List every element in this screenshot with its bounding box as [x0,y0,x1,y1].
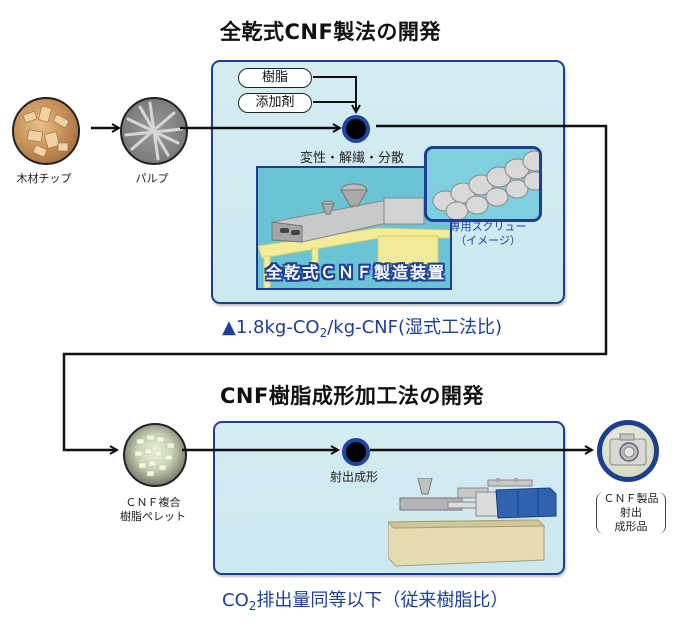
pellet-label-line2: 樹脂ペレット [120,510,186,523]
section1-title: 全乾式CNF製法の開発 [220,20,441,44]
injection-machine-illustration [386,468,557,567]
wood-chip-image [12,97,80,165]
process-node-molding [342,438,370,466]
screw-caption-line1: 専用スクリュー [449,220,527,233]
wood-chip-label: 木材チップ [16,172,72,185]
product-label-line3: 成形品 [614,520,648,533]
co2-emission-prefix: CO [222,590,249,611]
screw-caption: 専用スクリュー （イメージ） [438,220,538,248]
injection-molding-machine-image [386,468,558,568]
device-title: 全乾式ＣＮＦ製造装置 [266,263,447,282]
co2-emission-text: CO2排出量同等以下（従来樹脂比） [222,586,508,613]
process-node-dry [342,115,370,143]
product-label-line2: 射出 [620,506,642,519]
pellet-label: ＣＮＦ複合 樹脂ペレット [108,496,198,524]
process-label-dry: 変性・解繊・分散 [300,151,405,166]
product-label: ＣＮＦ製品 射出 成形品 [596,492,666,534]
input-resin: 樹脂 [238,68,312,88]
co2-reduction-text: ▲1.8kg-CO2/kg-CNF(湿式工法比) [222,313,502,340]
pellet-texture [134,434,175,477]
process-label-molding: 射出成形 [330,470,379,484]
co2-reduction-prefix: ▲1.8kg-CO [222,317,320,338]
pellet-label-line1: ＣＮＦ複合 [125,496,181,509]
co2-reduction-suffix: /kg-CNF(湿式工法比) [327,317,503,338]
screw-illustration [432,150,539,219]
pulp-texture [124,101,184,161]
wood-chip-texture [22,105,70,158]
section2-title: CNF樹脂成形加工法の開発 [220,384,484,408]
camera-icon [609,433,647,466]
pulp-image [120,97,188,165]
cnf-product-image [597,420,659,482]
pulp-label: パルプ [135,172,169,185]
co2-emission-suffix: 排出量同等以下（従来樹脂比） [256,590,509,611]
co2-emission-subscript: 2 [248,599,257,613]
input-additive: 添加剤 [238,93,312,113]
cnf-pellet-image [123,423,187,487]
screw-image [424,146,542,222]
screw-caption-line2: （イメージ） [455,234,521,247]
product-label-line1: ＣＮＦ製品 [603,492,659,505]
